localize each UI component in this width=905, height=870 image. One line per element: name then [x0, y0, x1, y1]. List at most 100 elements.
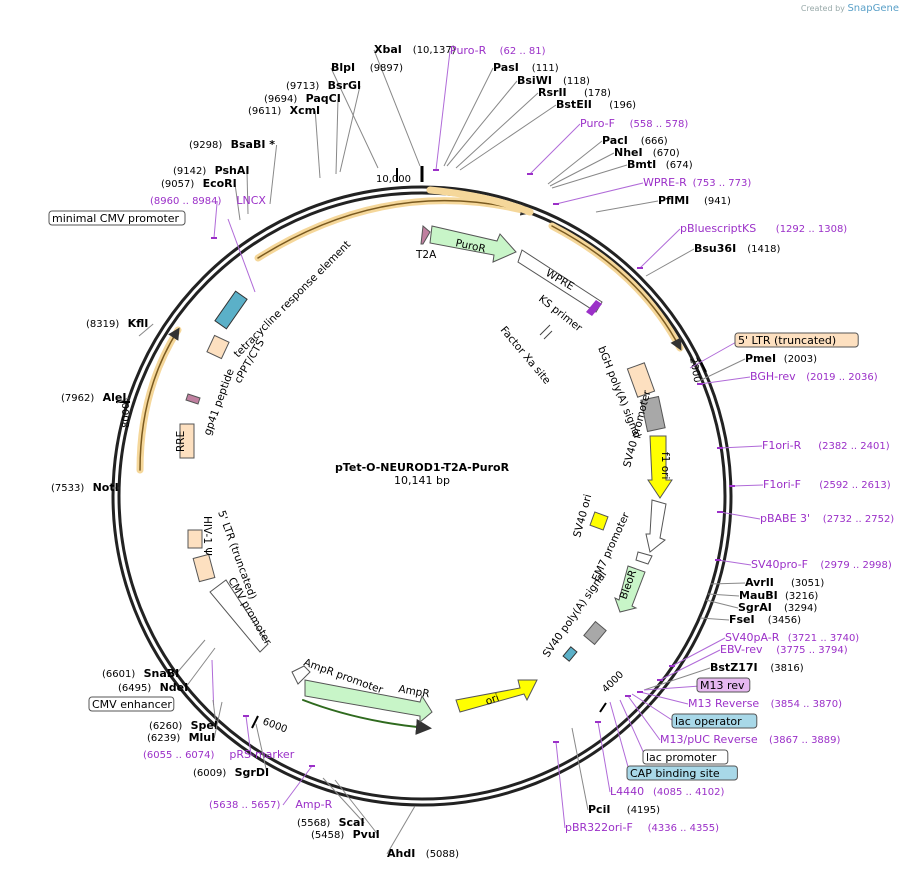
feature-rre	[179, 423, 195, 459]
site-position: (7962)	[61, 393, 94, 404]
leader-line	[549, 152, 615, 187]
feature-label: AmpR	[397, 683, 430, 700]
site-position: (9713)	[286, 81, 319, 92]
leader-line	[330, 67, 379, 169]
site-label: (9611)XcmI	[248, 104, 321, 179]
site-label: (6239) MluI	[147, 701, 223, 744]
leader-line	[211, 659, 215, 706]
leader-line	[571, 727, 589, 811]
site-name: FseI	[729, 613, 755, 626]
site-name: BGH-rev	[750, 370, 796, 383]
feature-tre	[214, 290, 248, 330]
feature-box	[626, 765, 738, 781]
leader-line	[609, 701, 631, 775]
feature-cmv-promoter	[209, 579, 269, 653]
site-label: FseI (3456)	[699, 613, 801, 626]
site-label: (9142)PshAI	[173, 164, 249, 215]
plasmid-size: 10,141 bp	[394, 474, 450, 487]
leader-line	[639, 691, 689, 705]
site-label: (5458)PvuI	[311, 779, 380, 841]
feature-label: gp41 peptide	[202, 367, 237, 437]
leader-line	[446, 80, 518, 167]
plasmid-name: pTet-O-NEUROD1-T2A-PuroR	[335, 461, 510, 474]
site-position: (2979 .. 2998)	[820, 560, 892, 571]
site-name: BsaBI *	[231, 138, 276, 151]
site-name: WPRE-R	[643, 176, 687, 189]
site-position: (3456)	[768, 615, 801, 626]
site-position: (5088)	[426, 849, 459, 860]
leader-line	[619, 699, 647, 759]
site-position: (6239)	[147, 733, 180, 744]
leader-line	[699, 617, 730, 621]
site-name: M13 rev	[700, 679, 745, 692]
leader-line	[627, 695, 661, 741]
leader-line	[555, 741, 566, 829]
site-position: (3721 .. 3740)	[788, 633, 860, 644]
site-name: PasI	[493, 61, 519, 74]
site-name: SpeI	[191, 719, 218, 732]
feature-factor-xa	[539, 324, 553, 340]
feature-box	[642, 749, 729, 765]
site-name: lac operator	[675, 715, 742, 728]
site-label: F1ori-F(2592 .. 2613)	[729, 478, 891, 491]
site-name: lac promoter	[646, 751, 717, 764]
site-label: pBluescriptKS(1292 .. 1308)	[637, 222, 847, 269]
site-name: Puro-F	[580, 117, 615, 130]
feature-hiv-psi	[187, 529, 203, 549]
site-label: SV40pro-F(2979 .. 2998)	[715, 558, 892, 571]
site-label: (8960 .. 8984)LNCX	[150, 194, 266, 239]
site-position: (558 .. 578)	[630, 119, 689, 130]
site-position: (6495)	[118, 683, 151, 694]
leader-line	[731, 484, 764, 487]
site-label: AhdI (5088)	[386, 805, 459, 860]
leader-line	[455, 92, 539, 169]
leader-line	[595, 200, 659, 213]
site-position: (2732 .. 2752)	[823, 514, 895, 525]
site-position: (3854 .. 3870)	[771, 699, 843, 710]
feature-box	[696, 677, 751, 693]
site-label: M13 rev	[643, 677, 751, 693]
site-name: NotI	[93, 481, 119, 494]
inner-features	[179, 225, 673, 724]
site-position: (674)	[666, 160, 693, 171]
feature-label: f1 ori	[659, 452, 671, 479]
site-position: (9611)	[248, 106, 281, 117]
site-position: (8960 .. 8984)	[150, 196, 222, 207]
site-position: (2019 .. 2036)	[806, 372, 878, 383]
site-name: AleI	[103, 391, 127, 404]
credit-brand: SnapGene	[847, 3, 899, 14]
feature-box	[48, 210, 186, 226]
site-name: BmtI	[627, 158, 656, 171]
site-name: EcoRI	[203, 177, 237, 190]
leader-line	[246, 170, 249, 215]
site-label: MauBI(3216)	[707, 589, 818, 602]
leader-line	[459, 104, 557, 171]
feature-bleor	[614, 565, 646, 613]
site-name: PacI	[602, 134, 628, 147]
site-label: (5638 .. 5657)Amp-R	[209, 765, 333, 811]
site-label: minimal CMV promoter	[48, 210, 256, 293]
site-name: BsrGI	[328, 79, 361, 92]
site-position: (118)	[563, 76, 590, 87]
feature-label: tetracycline response element	[232, 239, 354, 361]
site-position: (9897)	[370, 63, 403, 74]
site-label: WPRE-R(753 .. 773)	[553, 176, 751, 205]
leader-line	[184, 647, 216, 689]
feature-teal	[562, 646, 578, 662]
leader-line	[339, 85, 361, 173]
site-name: AhdI	[387, 847, 415, 860]
site-label: SV40pA-R(3721 .. 3740)	[669, 631, 860, 667]
site-label: PacI(666)	[547, 134, 668, 185]
site-label: pBABE 3'(2732 .. 2752)	[717, 511, 895, 525]
leader-line	[334, 779, 379, 836]
site-name: MluI	[189, 731, 216, 744]
site-name: RsrII	[538, 86, 567, 99]
feature-bgh-polya	[640, 395, 666, 433]
site-label: PasI(111)	[443, 61, 559, 167]
feature-label: ori	[484, 692, 501, 708]
backbone-inner	[117, 191, 727, 801]
leader-line	[689, 340, 739, 369]
site-position: (10,137)	[413, 45, 456, 56]
leader-line	[699, 376, 751, 385]
